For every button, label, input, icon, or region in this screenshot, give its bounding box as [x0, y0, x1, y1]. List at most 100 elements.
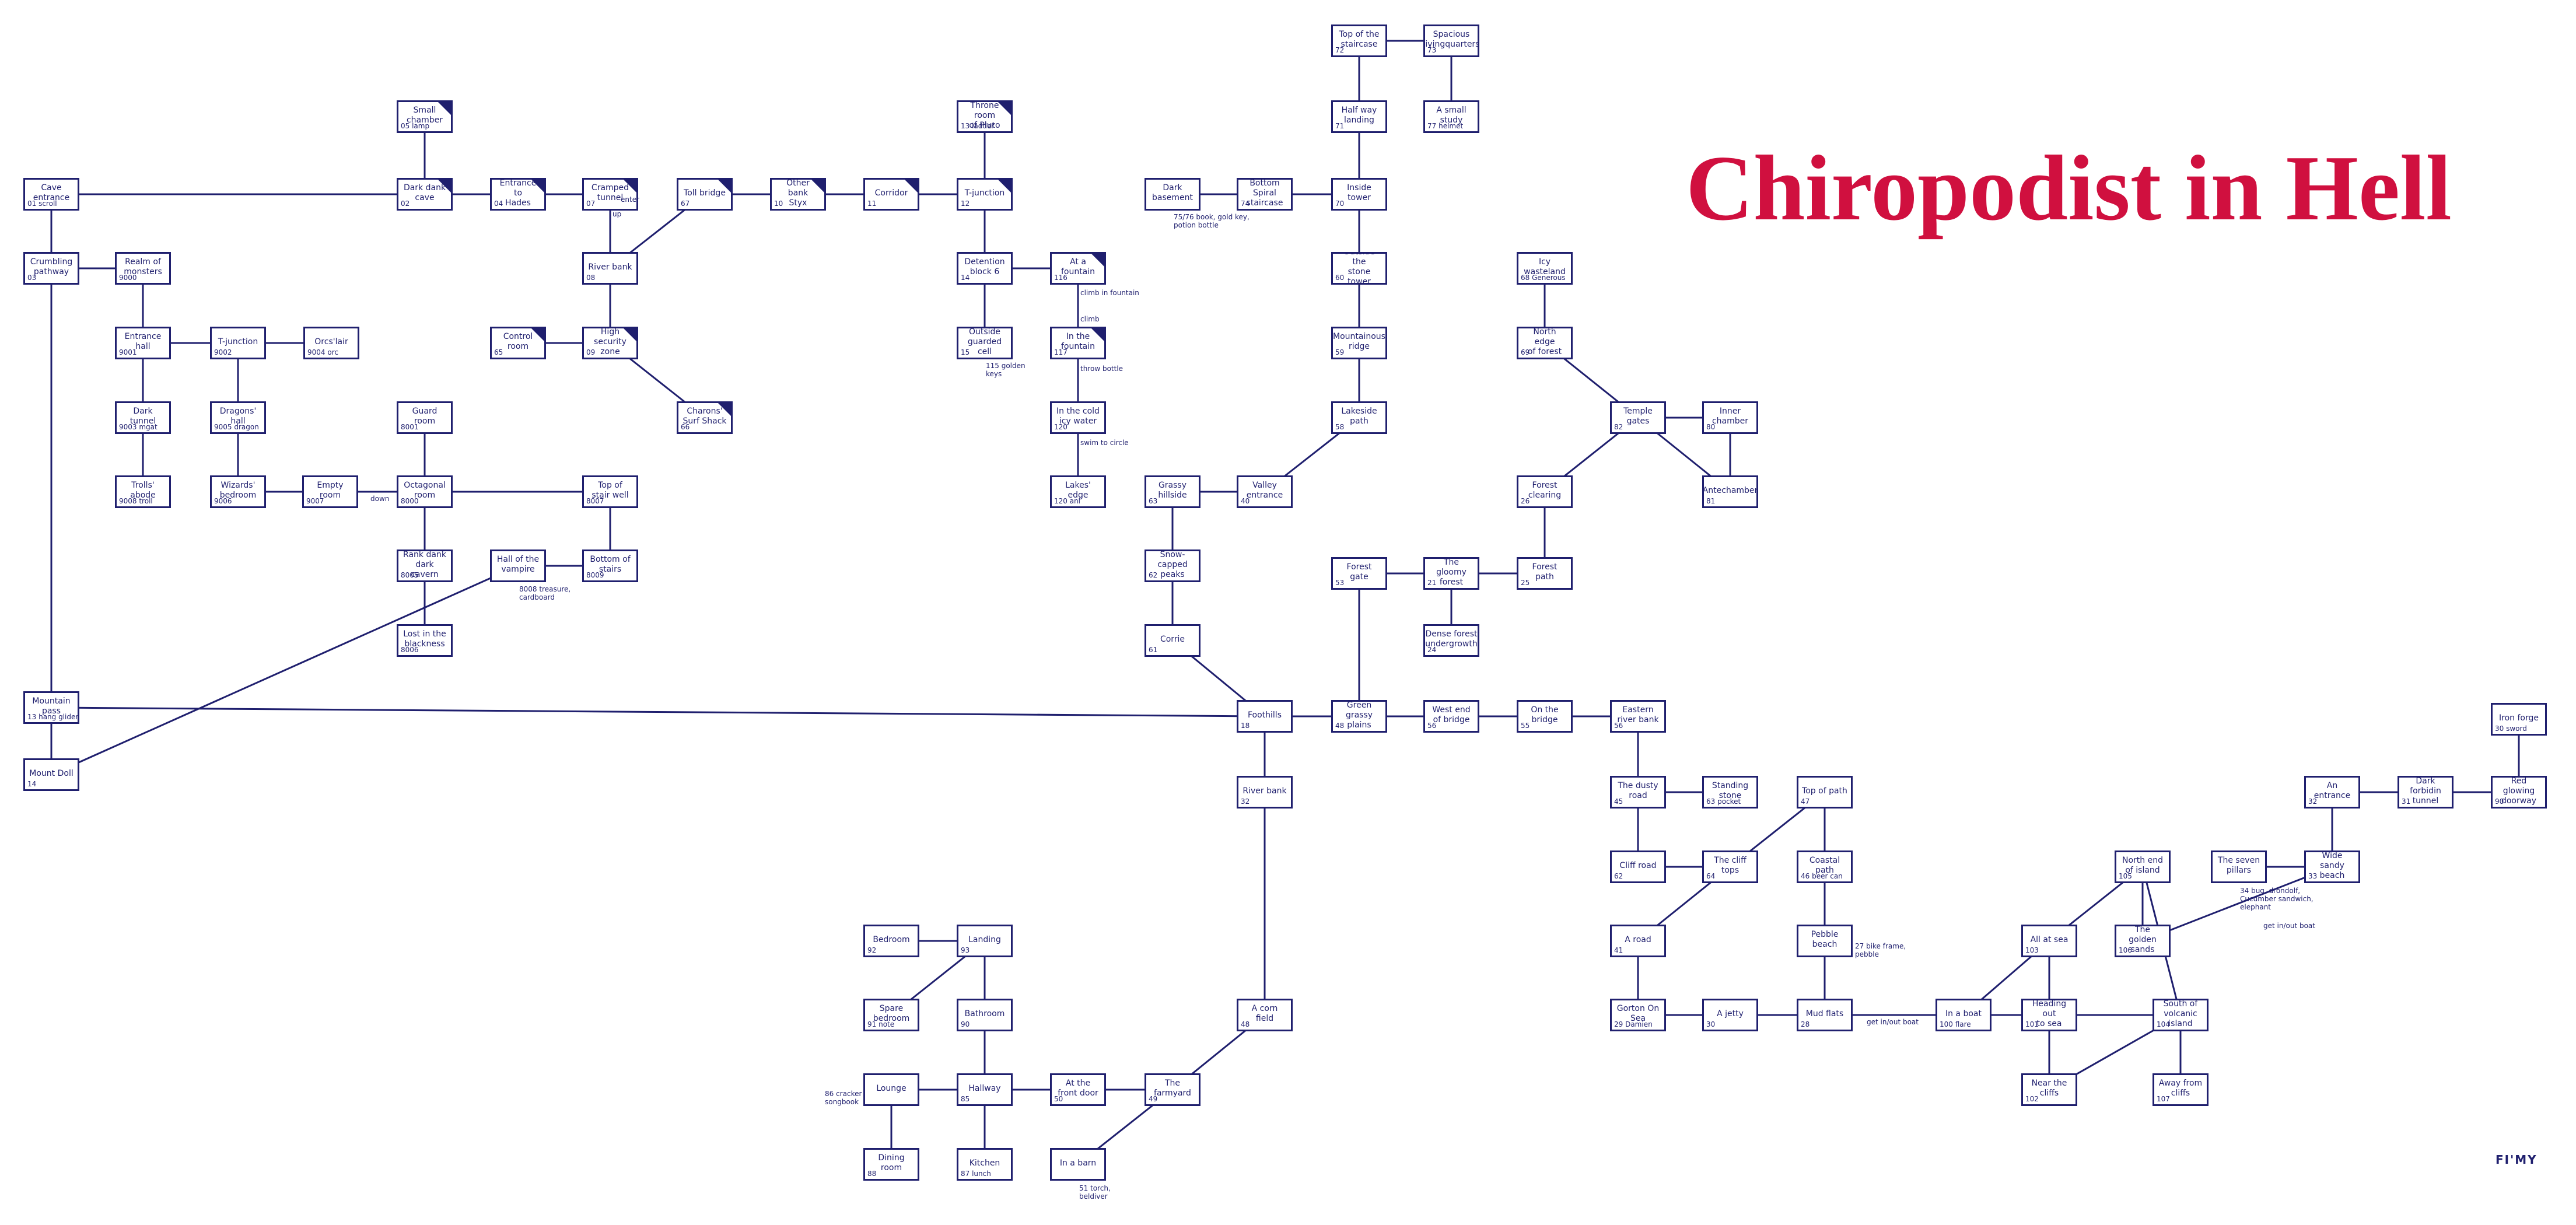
room-code: 59: [1335, 348, 1345, 356]
room-label: Spare bedroom: [873, 1004, 910, 1023]
room-label: Corridor: [874, 188, 908, 198]
room-label: Rank dank dark cavern: [403, 550, 446, 579]
room-code: 8005: [401, 571, 419, 579]
room-label: Forest path: [1532, 562, 1558, 582]
room-code: 90: [961, 1020, 970, 1028]
room-code: 9003 mgat: [119, 423, 158, 431]
room-code: 46 beer can: [1801, 872, 1843, 880]
room-label: The farmyard: [1154, 1079, 1191, 1098]
room-code: 26: [1521, 497, 1530, 505]
room-label: Trolls' abode: [130, 481, 156, 500]
room-code: 29 Damien: [1614, 1020, 1653, 1028]
room-label: West end of bridge: [1432, 705, 1471, 724]
room-code: 01 scroll: [27, 200, 57, 208]
room-code: 9005 dragon: [214, 423, 259, 431]
room-code: 60: [1335, 274, 1345, 282]
annotation-a-getboat2: get in/out boat: [2263, 922, 2315, 930]
room-label: Green grassy plains: [1345, 700, 1373, 730]
room-label: Mountainous ridge: [1333, 332, 1385, 351]
room-node-lounge: Lounge: [863, 1073, 919, 1106]
room-code: 107: [2157, 1095, 2170, 1103]
room-label: Orcs'lair: [314, 337, 348, 346]
room-node-seven-pillars: The seven pillars: [2211, 850, 2267, 883]
annotation-a-dark-base: 75/76 book, gold key, potion bottle: [1174, 213, 1250, 229]
room-label: Bottom Spiral staircase: [1246, 178, 1283, 208]
room-label: Dining room: [878, 1153, 905, 1172]
room-label: Crumbling pathway: [30, 257, 73, 276]
room-code: 93: [961, 946, 970, 954]
room-code: 9000: [119, 274, 137, 282]
room-code: 48: [1335, 722, 1345, 730]
room-code: 66: [681, 423, 690, 431]
room-code: 04: [494, 200, 503, 208]
room-code: 8001: [401, 423, 419, 431]
room-code: 88: [867, 1170, 877, 1178]
room-code: 53: [1335, 579, 1345, 587]
room-code: 05 lamp: [401, 122, 430, 130]
room-label: All at sea: [2030, 935, 2068, 944]
room-label: Half way landing: [1341, 106, 1377, 125]
room-code: 45: [1614, 797, 1623, 806]
room-label: Wide sandy beach: [2319, 850, 2345, 880]
room-code: 101: [2025, 1020, 2039, 1028]
room-code: 116: [1054, 274, 1068, 282]
annotation-a-fount1: climb in fountain: [1080, 289, 1139, 297]
room-code: 65: [494, 348, 503, 356]
room-code: 15: [961, 348, 970, 356]
room-label: On the bridge: [1531, 705, 1559, 724]
room-code: 28: [1801, 1020, 1810, 1028]
room-label: Bottom of stairs: [590, 555, 631, 574]
room-label: Mountain pass: [32, 696, 71, 716]
room-code: 117: [1054, 348, 1068, 356]
room-label: Hallway: [968, 1083, 1001, 1093]
room-label: Mud flats: [1805, 1009, 1844, 1019]
room-code: 104: [2157, 1020, 2170, 1028]
room-label: The cliff tops: [1714, 856, 1746, 875]
room-label: Cliff road: [1619, 860, 1657, 870]
room-code: 18: [1241, 722, 1250, 730]
room-label: Top of the staircase: [1339, 30, 1380, 49]
room-label: A jetty: [1717, 1009, 1744, 1019]
room-label: Near the cliffs: [2031, 1079, 2067, 1098]
room-code: 68 Generous: [1521, 274, 1566, 282]
room-label: Antechamber: [1702, 485, 1758, 495]
room-label: Icy wasteland: [1524, 257, 1566, 276]
room-code: 32: [1241, 797, 1250, 806]
room-label: Detention block 6: [964, 257, 1005, 276]
room-label: Throne room of Pluto: [969, 100, 1000, 130]
room-code: 80: [1706, 423, 1716, 431]
